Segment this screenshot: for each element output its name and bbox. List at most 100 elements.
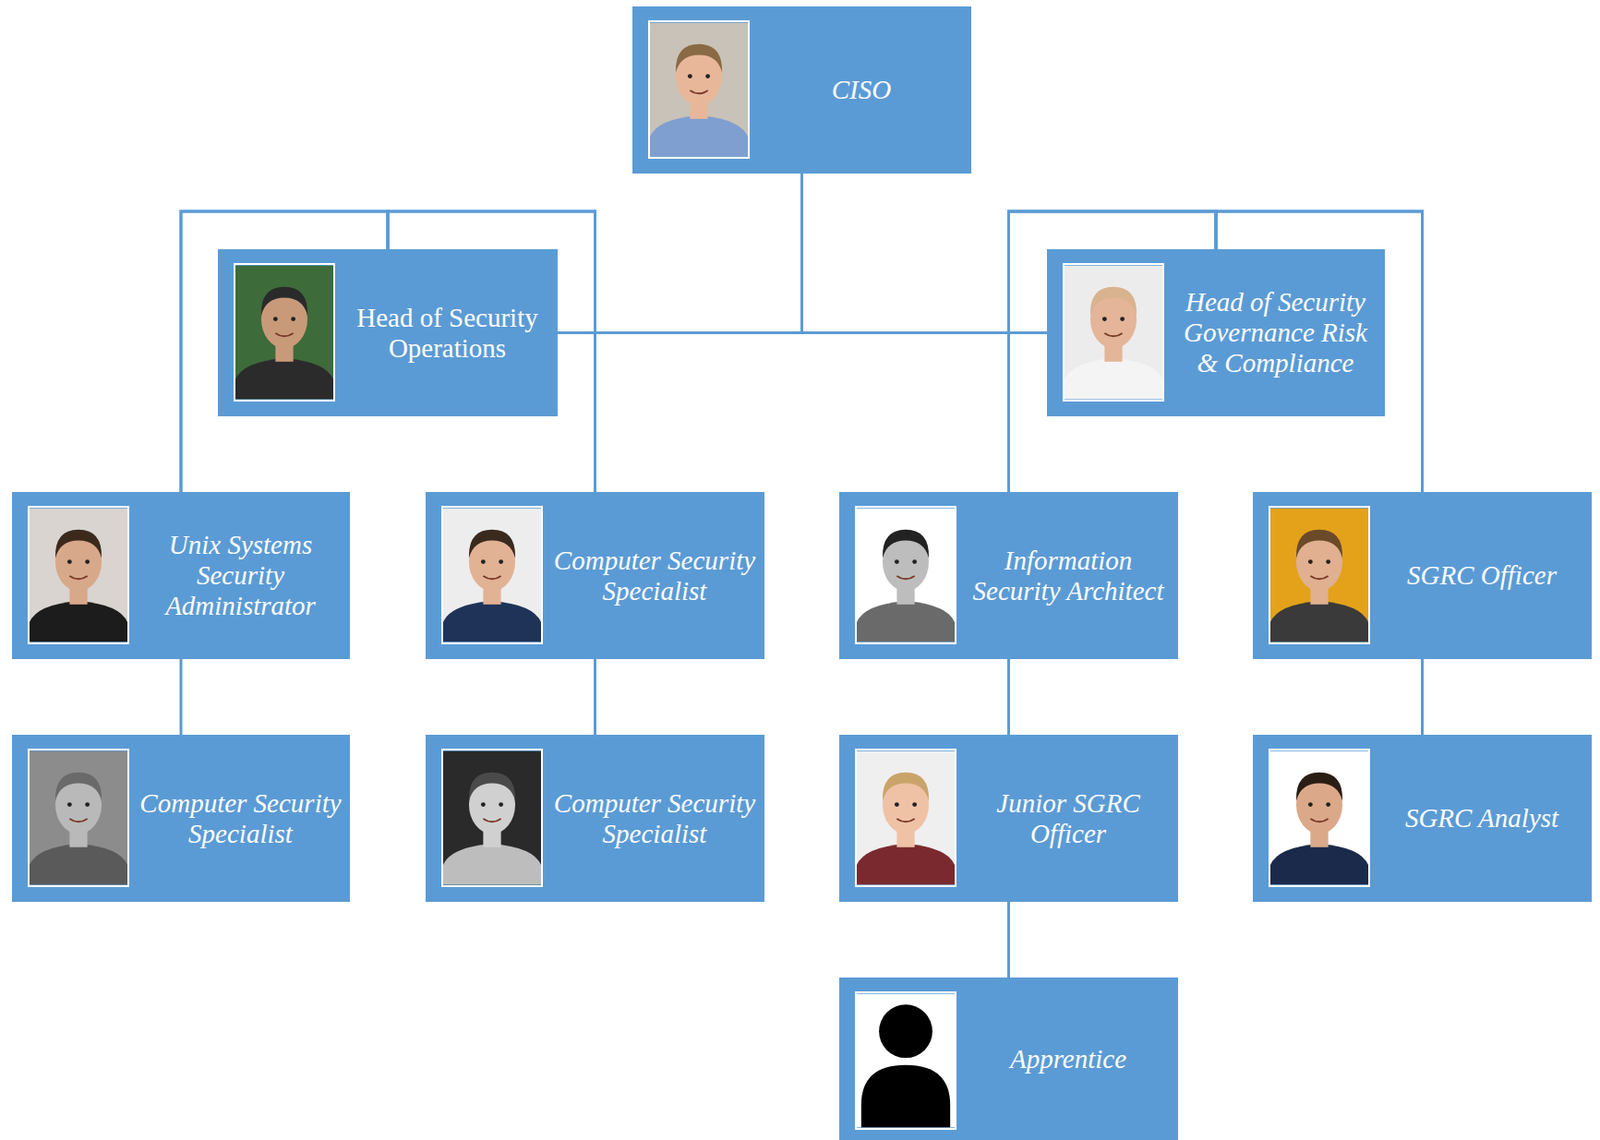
text-area: SGRC Analyst <box>1377 740 1587 897</box>
photo-frame <box>233 263 336 402</box>
text-area: Head of Security Governance Risk & Compl… <box>1171 254 1380 411</box>
portrait-shoulders <box>29 601 128 642</box>
portrait-shoulders <box>443 843 542 885</box>
org-box: Head of Security Governance Risk & Compl… <box>1046 249 1385 417</box>
portrait-eye <box>67 802 73 807</box>
text-area: Computer Security Specialist <box>550 497 759 654</box>
text-area: Unix Systems Security Administrator <box>136 497 345 654</box>
role-title: Information Security Architect <box>963 545 1173 607</box>
portrait-photo <box>856 507 955 643</box>
org-box: Head of Security Operations <box>217 249 558 417</box>
role-title: Junior SGRC Officer <box>963 788 1173 850</box>
portrait-photo <box>443 750 542 886</box>
role-title: SGRC Analyst <box>1405 803 1559 834</box>
portrait-photo <box>649 22 748 157</box>
role-title: SGRC Officer <box>1407 560 1557 591</box>
org-box: SGRC Officer <box>1252 492 1592 660</box>
portrait-eye <box>1102 316 1107 322</box>
portrait-eye <box>912 802 917 807</box>
portrait-mouth <box>69 818 87 822</box>
portrait-hair <box>469 772 516 802</box>
org-box: Computer Security Specialist <box>425 492 765 660</box>
portrait-hair <box>882 529 929 559</box>
role-title: Computer Security Specialist <box>550 545 759 607</box>
portrait-hair <box>1296 529 1343 559</box>
role-title: Unix Systems Security Administrator <box>136 529 345 622</box>
portrait-shoulders <box>1270 601 1369 642</box>
photo-ground <box>29 508 128 643</box>
photo-frame <box>27 505 130 645</box>
portrait-mouth <box>482 818 501 822</box>
portrait-eye <box>894 802 900 807</box>
photo-ground <box>443 751 542 886</box>
portrait-photo <box>443 507 542 643</box>
text-area: Computer Security Specialist <box>136 740 345 897</box>
org-box: Apprentice <box>839 977 1179 1140</box>
photo-frame <box>854 748 957 888</box>
portrait-photo <box>856 750 955 886</box>
photo-frame <box>441 748 543 888</box>
photo-frame <box>854 505 957 645</box>
portrait-mouth <box>896 576 915 579</box>
portrait-eye <box>705 73 710 79</box>
avatar-silhouette <box>856 993 955 1129</box>
photo-ground <box>649 23 748 157</box>
photo-ground <box>856 508 955 643</box>
portrait-mouth <box>69 576 87 579</box>
text-area: Head of Security Operations <box>342 254 553 411</box>
portrait-shoulders <box>29 843 128 885</box>
portrait-eye <box>481 802 486 807</box>
role-title: Computer Security Specialist <box>136 788 345 850</box>
photo-ground <box>29 751 128 886</box>
role-title: Apprentice <box>1010 1044 1127 1075</box>
portrait-photo <box>1270 750 1369 886</box>
photo-frame <box>648 20 750 159</box>
silhouette-body <box>861 1065 951 1128</box>
portrait-photo <box>29 507 128 643</box>
portrait-eye <box>1119 316 1125 322</box>
text-area: Apprentice <box>963 983 1173 1135</box>
reporting-line <box>802 173 1048 334</box>
photo-frame <box>1268 748 1371 888</box>
portrait-eye <box>290 316 296 322</box>
portrait-eye <box>1308 802 1313 807</box>
portrait-shoulders <box>649 115 748 157</box>
portrait-shoulders <box>856 601 955 642</box>
role-title: CISO <box>831 74 891 106</box>
text-area: Junior SGRC Officer <box>963 740 1173 897</box>
portrait-eye <box>84 802 90 807</box>
portrait-eye <box>498 559 504 565</box>
photo-ground <box>443 508 542 643</box>
photo-frame <box>1062 263 1165 402</box>
portrait-mouth <box>1104 333 1122 337</box>
portrait-photo <box>235 264 334 400</box>
portrait-eye <box>912 559 917 565</box>
portrait-hair <box>55 529 102 559</box>
photo-ground <box>856 751 955 886</box>
portrait-hair <box>261 287 308 316</box>
photo-frame <box>27 748 130 888</box>
portrait-eye <box>481 559 486 565</box>
portrait-eye <box>1325 559 1331 565</box>
photo-ground <box>235 265 334 400</box>
silhouette-head <box>878 1004 933 1059</box>
org-box: Computer Security Specialist <box>425 734 765 903</box>
photo-ground <box>1064 265 1163 400</box>
portrait-hair <box>469 529 516 559</box>
portrait-mouth <box>1310 576 1328 579</box>
org-box: Junior SGRC Officer <box>839 734 1179 903</box>
portrait-shoulders <box>235 358 334 399</box>
portrait-hair <box>675 44 722 73</box>
org-box: SGRC Analyst <box>1252 734 1592 903</box>
role-title: Head of Security Operations <box>342 302 553 364</box>
portrait-eye <box>273 316 278 322</box>
portrait-hair <box>882 772 929 802</box>
org-box: Computer Security Specialist <box>12 734 350 903</box>
portrait-eye <box>894 559 900 565</box>
text-area: Information Security Architect <box>963 497 1173 654</box>
role-title: Computer Security Specialist <box>550 788 759 850</box>
portrait-shoulders <box>443 601 542 642</box>
portrait-hair <box>1090 287 1137 316</box>
portrait-mouth <box>896 818 915 822</box>
photo-frame <box>854 991 957 1131</box>
